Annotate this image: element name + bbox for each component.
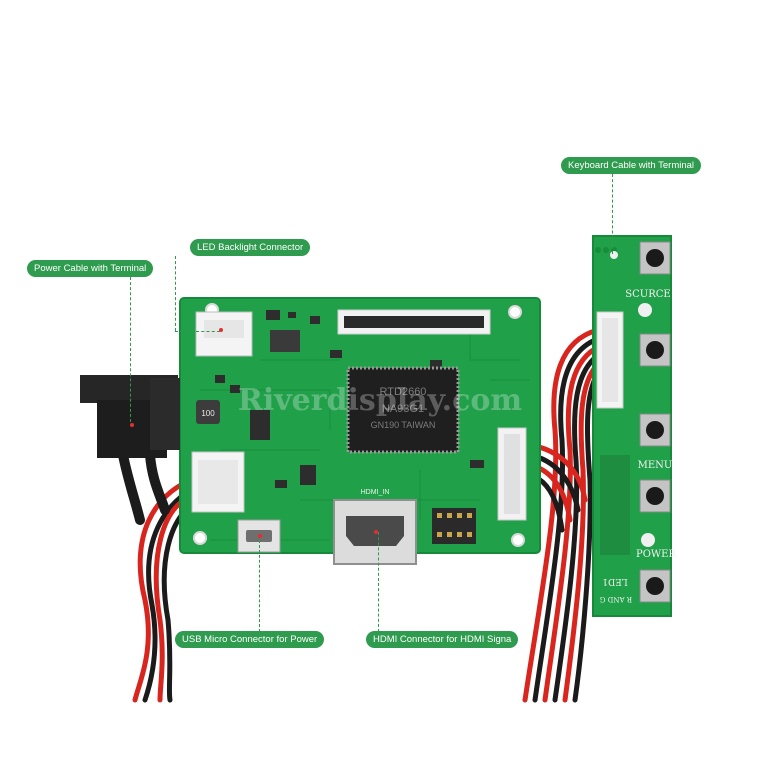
main-chip: RTD2660 NA93G1 GN190 TAIWAN [346,366,460,454]
pcb-board: 100 RTD2660 NA93G1 GN190 TAIWAN HDMI_IN [179,297,541,565]
keypad-source-label: SCURCE [625,289,670,300]
callout-keyboard-cable: Keyboard Cable with Terminal [561,157,702,174]
tactile-button-icon [639,333,671,367]
right-cable-bundle [522,327,603,703]
inductor-label: 100 [201,409,215,418]
callout-hdmi: HDMI Connector for HDMI Signa [366,631,519,648]
keypad-board: SCURCE MENU POWER LED1 R AND G [592,235,677,617]
leader-usb [259,540,260,632]
inductor-100: 100 [196,400,220,424]
leader-keyboard [612,174,613,254]
hdmi-port-icon: HDMI_IN [333,489,417,565]
tactile-button-icon [639,569,671,603]
callout-usb-micro: USB Micro Connector for Power [175,631,325,648]
tactile-button-icon [639,413,671,447]
hdmi-in-label: HDMI_IN [361,489,390,496]
watermark: Riverdisplay.com [238,383,522,418]
side-connector [497,427,527,521]
leader-led-backlight [175,256,176,331]
leader-power-cable [130,277,131,422]
leader-hdmi [378,532,379,632]
keypad-menu-label: MENU [638,460,673,471]
led-backlight-connector [195,311,253,357]
callout-led-backlight: LED Backlight Connector [190,239,311,256]
pin-header [432,508,476,544]
leader-led-backlight-h [175,331,220,332]
keypad-rg-label: R AND G [600,595,633,603]
ffc-connector-icon [337,309,491,335]
chip-text-3: GN190 TAIWAN [371,420,436,430]
dc-barrel-terminal-icon [80,375,180,458]
chip-text-1: RTD2660 [380,386,427,398]
tactile-button-icon [639,479,671,513]
keypad-led-label: LED1 [602,576,628,586]
callout-power-cable: Power Cable with Terminal [27,260,154,277]
chip-text-2: NA93G1 [382,403,424,415]
keypad-power-label: POWER [636,549,677,560]
tactile-button-icon [639,241,671,275]
power-terminal-connector [191,451,245,513]
